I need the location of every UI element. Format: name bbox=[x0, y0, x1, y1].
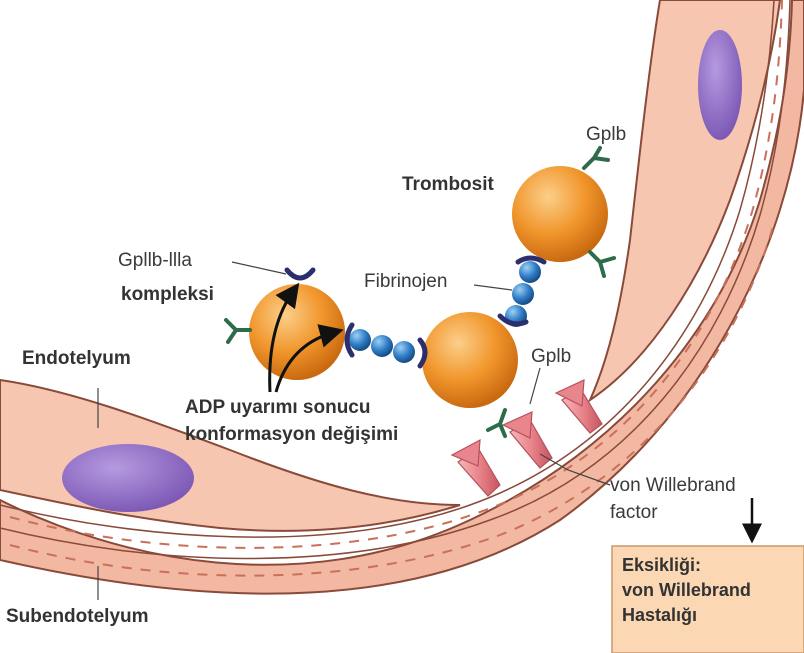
platelet-top bbox=[512, 166, 608, 262]
info-box-line2: von Willebrand bbox=[622, 580, 751, 600]
label-fibrinojen: Fibrinojen bbox=[364, 271, 447, 292]
label-gpllb-llla: Gpllb-llla bbox=[118, 250, 192, 271]
fibrinogen-chain-horizontal bbox=[349, 329, 415, 363]
label-endotelyum: Endotelyum bbox=[22, 348, 131, 369]
endothelium-right bbox=[590, 0, 780, 400]
gpllb-llla-receptor bbox=[287, 270, 313, 278]
label-subendotelyum: Subendotelyum bbox=[6, 606, 149, 627]
gplb-receptor bbox=[584, 148, 608, 168]
gplb-receptor bbox=[590, 252, 614, 276]
gplb-receptor bbox=[488, 410, 505, 436]
label-vwf-line1: von Willebrand bbox=[610, 475, 736, 496]
label-adp-line2: konformasyon değişimi bbox=[185, 424, 398, 445]
label-gplb-top: Gplb bbox=[586, 124, 626, 145]
label-trombosit: Trombosit bbox=[402, 174, 495, 195]
leader-line bbox=[530, 368, 540, 404]
leader-line bbox=[232, 262, 286, 274]
vwf-arrow bbox=[503, 412, 552, 468]
endothelial-nucleus-left bbox=[62, 444, 194, 512]
label-kompleksi: kompleksi bbox=[121, 284, 214, 305]
label-vwf-line2: factor bbox=[610, 502, 658, 523]
platelet-bottom bbox=[422, 312, 518, 408]
label-adp-line1: ADP uyarımı sonucu bbox=[185, 397, 370, 418]
info-box-line1: Eksikliği: bbox=[622, 555, 701, 575]
fibrinogen-chain-vertical bbox=[505, 261, 541, 327]
vwf-arrow bbox=[452, 440, 500, 496]
gpllb-llla-receptor bbox=[420, 340, 425, 366]
label-gplb-mid: Gplb bbox=[531, 346, 571, 367]
gplb-receptor bbox=[226, 320, 250, 342]
info-box-line3: Hastalığı bbox=[622, 605, 697, 625]
leader-line bbox=[474, 285, 512, 290]
endothelial-nucleus-right bbox=[698, 30, 742, 140]
